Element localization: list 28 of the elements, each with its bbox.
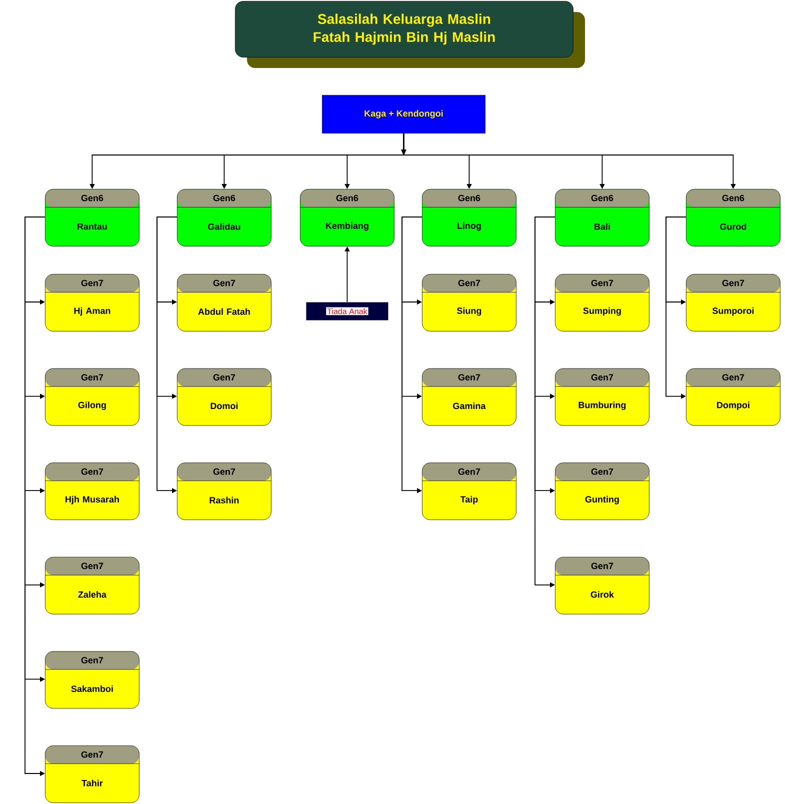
person-box: Gen7 Sumping (555, 274, 650, 332)
person-box: Gen7 Bumburing (555, 368, 650, 426)
person-box: Gen7 Rashin (177, 462, 272, 520)
title-box: Salasilah Keluarga Maslin Fatah Hajmin Bin Hj Maslin (235, 1, 585, 68)
person-box: Gen7 Siung (422, 274, 516, 332)
person-box: Gen6 Kembiang (300, 189, 394, 246)
person-box: Gen7 Tahir (45, 746, 140, 803)
person-box: Gen7 Taip (422, 462, 516, 520)
note-box: Tiada Anak (306, 302, 388, 320)
person-box: Gen7 Gamina (422, 368, 516, 426)
person-box: Gen7 Zaleha (45, 556, 140, 614)
person-box: Gen7 Domoi (177, 368, 272, 426)
person-box: Gen7 Dompoi (686, 368, 780, 426)
connector (666, 216, 686, 399)
person-box: Gen6 Linog (422, 189, 516, 246)
root-box: Kaga + Kendongoi (322, 95, 486, 134)
person-box: Gen6 Bali (555, 189, 650, 246)
person-box: Gen7 Hjh Musarah (45, 462, 140, 520)
person-box: Gen6 Gurod (686, 189, 780, 246)
person-box: Gen7 Hj Aman (45, 274, 140, 332)
person-box: Gen7 Gunting (555, 462, 650, 520)
person-box: Gen7 Gilong (45, 368, 140, 426)
person-box: Gen6 Galidau (177, 189, 272, 246)
person-box: Gen7 Sumporoi (686, 274, 780, 332)
person-box: Gen7 Girok (555, 556, 650, 614)
person-box: Gen6 Rantau (45, 189, 140, 246)
person-box: Gen7 Abdul Fatah (177, 274, 272, 332)
person-box: Gen7 Sakamboi (45, 651, 140, 709)
